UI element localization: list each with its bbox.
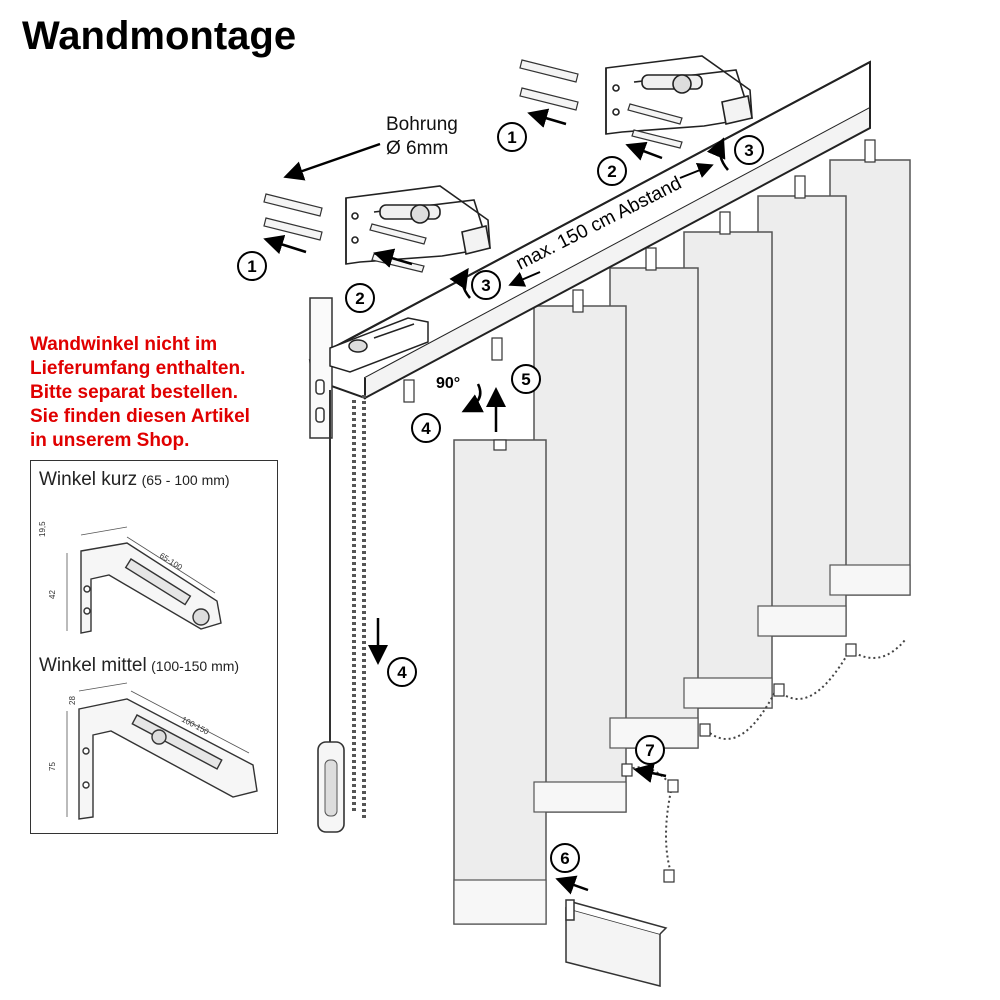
step-circle-2a [345, 283, 375, 313]
notice-line: Wandwinkel nicht im [30, 334, 218, 355]
bracket-variants-box: Winkel kurz (65 - 100 mm) Winkel mittel … [30, 460, 278, 834]
short-bracket-dimensions [66, 526, 216, 631]
medium-bracket-name: Winkel mittel [39, 655, 147, 676]
medium-bracket-dimensions [66, 682, 250, 817]
step-label: 1 [507, 128, 516, 147]
notice-line: Bitte separat bestellen. [30, 382, 239, 403]
wall-bracket-left [345, 185, 491, 265]
loose-weight-part [565, 899, 668, 987]
dim-label: 19,5 [38, 521, 47, 537]
drill-label-line2: Ø 6mm [386, 138, 449, 159]
page-title: Wandmontage [22, 14, 297, 58]
dim-label: 75 [48, 762, 57, 771]
step-circle-6 [550, 843, 580, 873]
short-bracket-range: (65 - 100 mm) [141, 472, 230, 488]
step-label: 1 [247, 257, 256, 276]
step-circle-1b [497, 122, 527, 152]
slat-hangers [403, 139, 876, 451]
step-label: 3 [481, 276, 490, 295]
medium-bracket-range: (100-150 mm) [151, 658, 240, 674]
slat [453, 439, 547, 925]
arrows [263, 108, 729, 895]
step-label: 4 [421, 419, 431, 438]
step-label: 5 [521, 370, 530, 389]
notice-line: in unserem Shop. [30, 430, 190, 451]
notice-line: Lieferumfang enthalten. [30, 358, 246, 379]
step-numbers: 1 1 2 2 3 3 4 4 5 6 7 [247, 128, 753, 868]
step-circle-7 [635, 735, 665, 765]
dim-label: 28 [68, 696, 77, 705]
angle-label: 90° [436, 375, 460, 392]
short-bracket [80, 542, 222, 634]
dim-label: 42 [48, 590, 57, 599]
step-circle-3b [734, 135, 764, 165]
step-circle-4a [411, 413, 441, 443]
step-label: 3 [744, 141, 753, 160]
medium-bracket [78, 698, 258, 820]
step-label: 4 [397, 663, 407, 682]
end-wall-plate [309, 297, 333, 439]
short-bracket-title: Winkel kurz (65 - 100 mm) [39, 469, 230, 491]
rail-end-clip [329, 317, 429, 373]
bracket-notice: Wandwinkel nicht im Lieferumfang enthalt… [30, 333, 250, 453]
drill-label: Bohrung Ø 6mm [386, 113, 458, 161]
step-label: 2 [607, 162, 616, 181]
step-circle-4b [387, 657, 417, 687]
medium-bracket-title: Winkel mittel (100-150 mm) [39, 655, 239, 677]
drill-label-line1: Bohrung [386, 114, 458, 135]
step-markers [237, 122, 764, 873]
bracket-variants-drawing: 19,5 65-100 42 28 100-150 75 [38, 521, 258, 820]
step-label: 7 [645, 741, 654, 760]
head-rail [308, 60, 871, 400]
operating-chain [317, 390, 366, 833]
step-circle-5 [511, 364, 541, 394]
step-circle-2b [597, 156, 627, 186]
chain-connectors [621, 643, 857, 883]
notice-line: Sie finden diesen Artikel [30, 406, 250, 427]
short-bracket-name: Winkel kurz [39, 469, 138, 490]
step-label: 6 [560, 849, 569, 868]
step-label: 2 [355, 289, 364, 308]
step-circle-3a [471, 270, 501, 300]
slats [453, 159, 911, 925]
step-circle-1a [237, 251, 267, 281]
